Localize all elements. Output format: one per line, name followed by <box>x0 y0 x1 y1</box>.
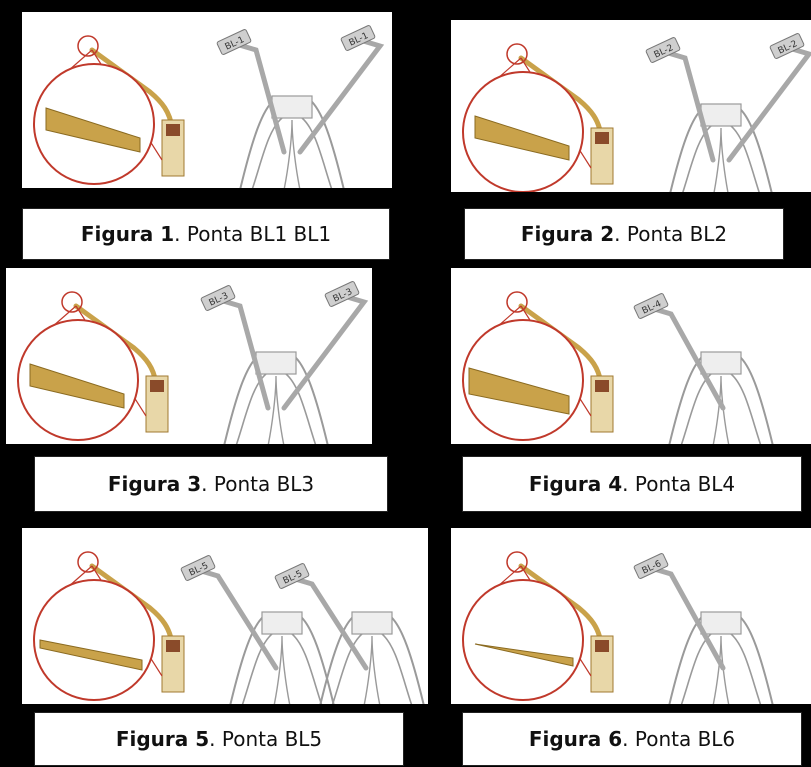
figure-6-illustration: BL-6 <box>451 528 811 704</box>
figure-2-title: . Ponta BL2 <box>614 222 727 246</box>
figure-5-label: Figura 5 <box>116 727 209 751</box>
figure-2-image: BL-2 BL-2 <box>451 20 811 192</box>
figure-5-tip-thread <box>166 640 180 652</box>
figure-4-tip-thread <box>595 380 609 392</box>
figure-4-caption: Figura 4. Ponta BL4 <box>462 456 802 512</box>
figure-6-tag-1: BL-6 <box>634 553 669 579</box>
figure-6-tip-thread <box>595 640 609 652</box>
figure-1-image: BL-1 BL-1 <box>22 12 392 188</box>
figure-1-tooth-1 <box>240 96 344 188</box>
figure-6-caption: Figura 6. Ponta BL6 <box>462 712 802 766</box>
figure-5-title: . Ponta BL5 <box>209 727 322 751</box>
figure-5-illustration: BL-5 BL-5 <box>22 528 428 704</box>
figure-4-label: Figura 4 <box>529 472 622 496</box>
figure-2-tag-2: BL-2 <box>770 33 805 59</box>
figure-3-tag-2: BL-3 <box>325 281 360 307</box>
figure-5-caption: Figura 5. Ponta BL5 <box>34 712 404 766</box>
figure-6-title: . Ponta BL6 <box>622 727 735 751</box>
figure-2-tag-1: BL-2 <box>646 37 681 63</box>
figure-2-tooth-1 <box>669 104 773 192</box>
figure-1-tip-thread <box>166 124 180 136</box>
figure-4-tag-1: BL-4 <box>634 293 669 319</box>
figure-3-tip-thread <box>150 380 164 392</box>
figure-3-caption: Figura 3. Ponta BL3 <box>34 456 388 512</box>
figure-4-tooth-1 <box>669 352 773 444</box>
figure-2-label: Figura 2 <box>521 222 614 246</box>
figure-5-magnifier-circle <box>34 580 154 700</box>
figure-2-caption: Figura 2. Ponta BL2 <box>464 208 784 260</box>
figure-6-label: Figura 6 <box>529 727 622 751</box>
figure-3-label: Figura 3 <box>108 472 201 496</box>
figure-6-tooth-1 <box>669 612 773 704</box>
figure-1-tag-2: BL-1 <box>341 25 376 51</box>
figure-1-tag-1: BL-1 <box>217 29 252 55</box>
figure-3-tooth-1 <box>224 352 328 444</box>
figure-3-tag-1: BL-3 <box>201 285 236 311</box>
figure-1-label: Figura 1 <box>81 222 174 246</box>
figure-5-tag-2: BL-5 <box>275 563 310 589</box>
figure-4-illustration: BL-4 <box>451 268 811 444</box>
figure-5-tooth-1 <box>230 612 334 704</box>
figure-5-tooth-2 <box>320 612 424 704</box>
figure-2-illustration: BL-2 BL-2 <box>451 20 811 192</box>
figure-1-caption: Figura 1. Ponta BL1 BL1 <box>22 208 390 260</box>
figure-1-title: . Ponta BL1 BL1 <box>174 222 331 246</box>
figure-3-image: BL-3 BL-3 <box>6 268 372 444</box>
figure-5-tag-1: BL-5 <box>181 555 216 581</box>
figure-5-image: BL-5 BL-5 <box>22 528 428 704</box>
figure-3-illustration: BL-3 BL-3 <box>6 268 372 444</box>
figure-4-title: . Ponta BL4 <box>622 472 735 496</box>
figure-1-illustration: BL-1 BL-1 <box>22 12 392 188</box>
figure-6-magnifier-circle <box>463 580 583 700</box>
figure-2-tip-thread <box>595 132 609 144</box>
figure-6-image: BL-6 <box>451 528 811 704</box>
figure-3-title: . Ponta BL3 <box>201 472 314 496</box>
figure-4-image: BL-4 <box>451 268 811 444</box>
